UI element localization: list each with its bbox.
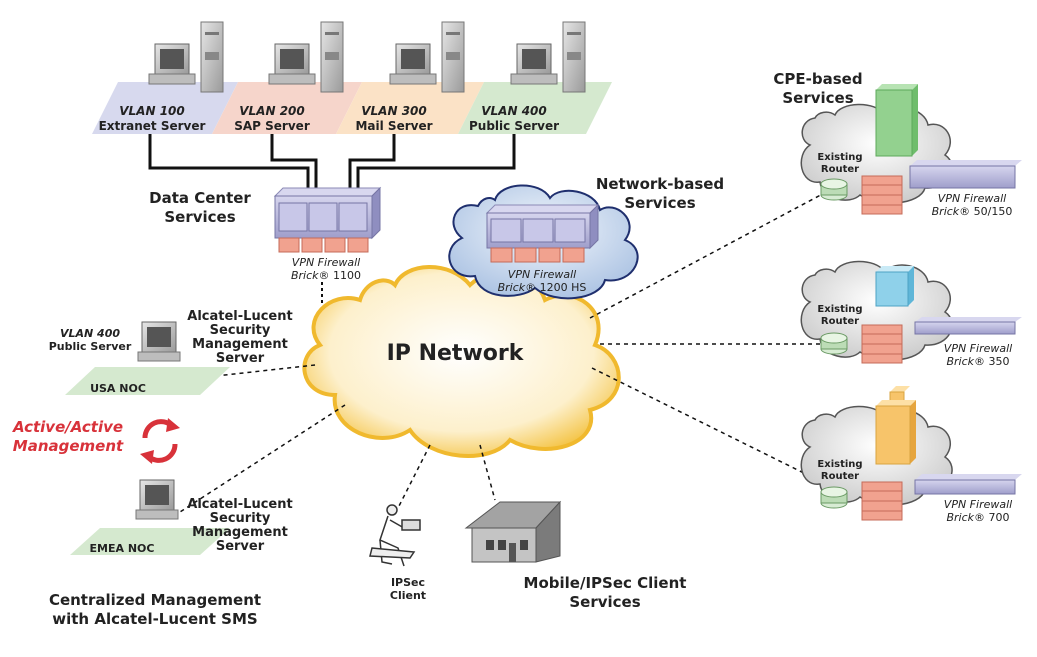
cpe-site-2: Existing Router VPN Firewall Brick® 350	[800, 260, 1022, 368]
site-1-router-line1: Existing	[817, 152, 862, 163]
vlan-100-strip	[92, 82, 238, 134]
emea-sms-line2: Security	[210, 511, 271, 526]
building-icon	[875, 84, 918, 157]
vlan-400-strip	[458, 82, 612, 134]
vlan-300-strip	[336, 82, 484, 134]
site-2-router-line1: Existing	[817, 304, 862, 315]
active-line2: Management	[13, 437, 124, 455]
ip-network-cloud: IP Network	[302, 265, 621, 458]
usa-sms-line1: Alcatel-Lucent	[187, 309, 292, 324]
vlan-200-server: SAP Server	[234, 119, 310, 133]
usa-server: Public Server	[49, 340, 132, 353]
router-icon	[820, 486, 848, 509]
brick-wall-icon	[861, 324, 903, 364]
house-icon	[464, 500, 562, 563]
computer-icon	[135, 479, 179, 520]
site-3-router-line1: Existing	[817, 459, 862, 470]
firewall-1100: VPN Firewall Brick® 1100	[273, 186, 382, 305]
vlan-200-name: VLAN 200	[239, 104, 305, 118]
firewall-1100-line2: Brick® 1100	[291, 269, 361, 282]
firewall-appliance-icon	[914, 317, 1022, 335]
firewall-1200-line2: Brick® 1200 HS	[498, 281, 587, 294]
site-1-router-line2: Router	[821, 164, 859, 175]
sync-arrows-icon	[140, 418, 180, 464]
emea-sms-line3: Management	[192, 525, 288, 540]
vlan-200-strip	[212, 82, 362, 134]
usa-sms-line4: Server	[216, 351, 265, 366]
emea-sms-line1: Alcatel-Lucent	[187, 497, 292, 512]
cpe-line2: Services	[782, 89, 853, 107]
ipsec-line1: IPSec	[391, 576, 425, 589]
cpe-site-1: Existing Router VPN Firewall Brick® 50/1…	[800, 84, 1022, 218]
usa-sms-line2: Security	[210, 323, 271, 338]
emea-noc-label: EMEA NOC	[90, 542, 155, 555]
data-center-line2: Services	[164, 208, 235, 226]
vlan-300-name: VLAN 300	[361, 104, 427, 118]
central-line1: Centralized Management	[49, 591, 261, 609]
usa-vlan: VLAN 400	[60, 327, 120, 340]
site-3-router-line2: Router	[821, 471, 859, 482]
usa-noc: VLAN 400 Public Server USA NOC Alcatel-L…	[49, 309, 293, 395]
emea-noc: EMEA NOC Alcatel-Lucent Security Managem…	[70, 479, 293, 555]
site-2-fw-line1: VPN Firewall	[944, 342, 1012, 355]
central-line2: with Alcatel-Lucent SMS	[52, 610, 257, 628]
firewall-1100-brick: Brick	[291, 269, 319, 282]
site-2-router-line2: Router	[821, 316, 859, 327]
router-icon	[820, 332, 848, 355]
ipsec-line2: Client	[390, 589, 426, 602]
vlan-strips	[92, 82, 612, 134]
server-computers	[148, 21, 586, 93]
ipsec-client: IPSec Client	[369, 504, 426, 602]
server-icon	[268, 21, 344, 93]
network-based-line2: Services	[624, 194, 695, 212]
vlan-labels: VLAN 100 Extranet Server VLAN 200 SAP Se…	[99, 104, 560, 133]
vlan-400-server: Public Server	[469, 119, 559, 133]
building-icon	[875, 386, 916, 465]
vlan-400-name: VLAN 400	[481, 104, 547, 118]
cpe-line1: CPE-based	[773, 70, 862, 88]
building-icon	[875, 266, 914, 307]
active-line1: Active/Active	[12, 418, 123, 436]
usa-noc-label: USA NOC	[90, 382, 146, 395]
firewall-1200-brick: Brick	[498, 281, 526, 294]
cpe-site-3: Existing Router VPN Firewall Brick® 700	[800, 386, 1022, 524]
firewall-1100-model: ® 1100	[319, 269, 362, 282]
firewall-1100-line1: VPN Firewall	[292, 256, 360, 269]
ip-network-label: IP Network	[387, 341, 525, 366]
vlan-100-server: Extranet Server	[99, 119, 206, 133]
brick-wall-icon	[861, 481, 903, 521]
site-3-fw-line1: VPN Firewall	[944, 498, 1012, 511]
site-1-fw-line2: Brick® 50/150	[932, 205, 1013, 218]
router-icon	[820, 178, 848, 201]
network-based-line1: Network-based	[596, 175, 724, 193]
network-based-cloud: VPN Firewall Brick® 1200 HS	[448, 184, 639, 300]
firewall-appliance-icon	[909, 160, 1022, 189]
server-icon	[148, 21, 224, 93]
usa-sms-line3: Management	[192, 337, 288, 352]
vlan-100-name: VLAN 100	[119, 104, 185, 118]
vlan-300-server: Mail Server	[355, 119, 432, 133]
vlan-connections	[148, 134, 516, 196]
person-laptop-icon	[369, 504, 421, 567]
server-icon	[389, 21, 465, 93]
site-1-fw-line1: VPN Firewall	[938, 192, 1006, 205]
computer-icon	[137, 321, 181, 362]
data-center-line1: Data Center	[149, 189, 251, 207]
server-icon	[510, 21, 586, 93]
firewall-appliance-icon	[914, 474, 1022, 495]
mobile-line1: Mobile/IPSec Client	[524, 574, 687, 592]
firewall-1200-line1: VPN Firewall	[508, 268, 576, 281]
emea-sms-line4: Server	[216, 539, 265, 554]
brick-wall-icon	[861, 175, 903, 215]
site-2-fw-line2: Brick® 350	[946, 355, 1009, 368]
site-3-fw-line2: Brick® 700	[946, 511, 1009, 524]
firewall-1200-model: ® 1200 HS	[525, 281, 586, 294]
mobile-line2: Services	[569, 593, 640, 611]
